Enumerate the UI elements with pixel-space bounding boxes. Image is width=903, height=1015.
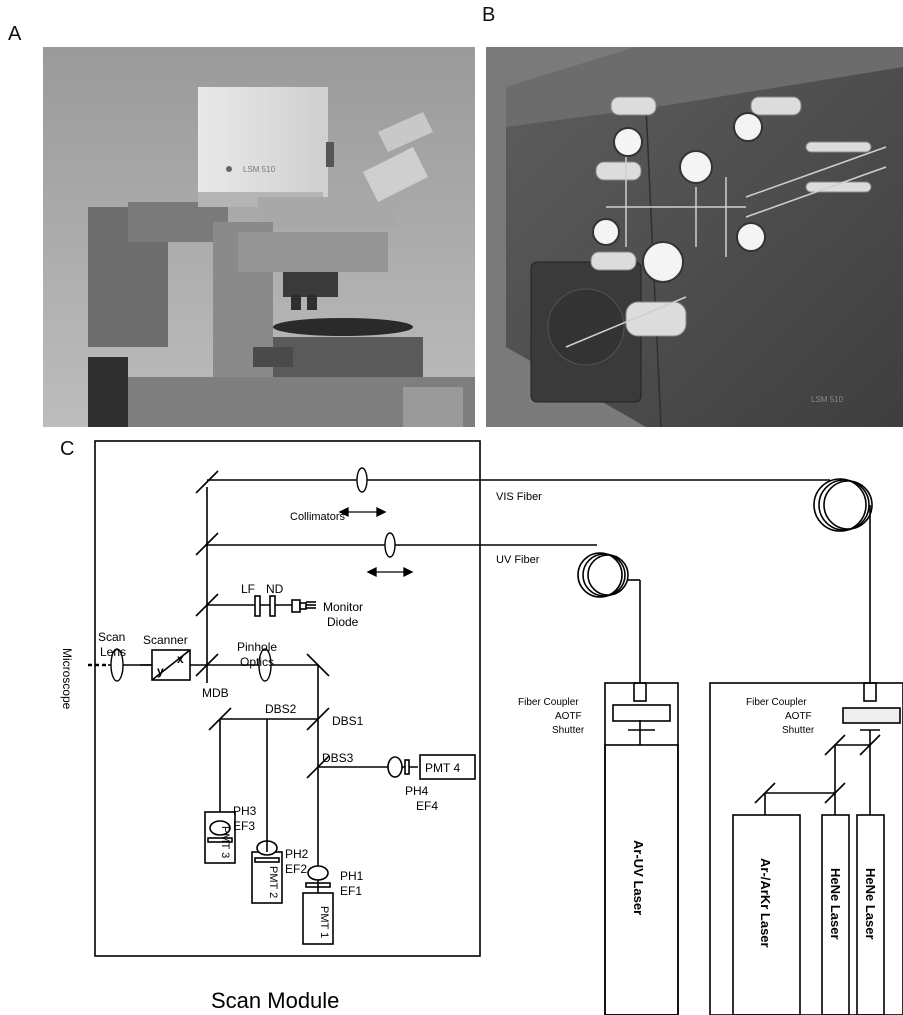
monitor-label: Monitor — [323, 600, 363, 614]
scanner-label: Scanner — [143, 633, 188, 647]
collimators-label: Collimators — [290, 511, 346, 523]
vis-shutter-label: Shutter — [782, 725, 815, 736]
hene-laser-1-label: HeNe Laser — [828, 868, 843, 940]
scan-label: Scan — [98, 630, 125, 644]
lf-label: LF — [241, 582, 255, 596]
scanner-x-label: x — [177, 652, 184, 666]
pmt4-label: PMT 4 — [425, 761, 460, 775]
vis-aotf-label: AOTF — [785, 711, 812, 722]
pmt1-label: PMT 1 — [318, 906, 330, 938]
ar-arkr-laser-label: Ar-/ArKr Laser — [758, 858, 773, 948]
scan-module-title: Scan Module — [211, 988, 339, 1013]
ph1-label: PH1 — [340, 869, 364, 883]
ef3-label: EF3 — [233, 819, 255, 833]
vis-fiber-label: VIS Fiber — [496, 491, 542, 503]
ef2-label: EF2 — [285, 862, 307, 876]
scan-module-box — [95, 441, 480, 956]
ef1-label: EF1 — [340, 884, 362, 898]
dbs1-label: DBS1 — [332, 714, 364, 728]
ef4-label: EF4 — [416, 799, 438, 813]
microscope-label: Microscope — [60, 648, 74, 710]
pmt2-label: PMT 2 — [267, 866, 279, 898]
pmt3-label: PMT 3 — [219, 826, 231, 858]
ph4-label: PH4 — [405, 784, 429, 798]
uv-fiber-coupler-label: Fiber Coupler — [518, 697, 579, 708]
ar-uv-laser-label: Ar-UV Laser — [631, 840, 646, 915]
mdb-label: MDB — [202, 686, 229, 700]
vis-fiber-coupler-label: Fiber Coupler — [746, 697, 807, 708]
uv-shutter-label: Shutter — [552, 725, 585, 736]
scanner-y-label: y — [157, 664, 164, 678]
uv-aotf-label: AOTF — [555, 711, 582, 722]
ph3-label: PH3 — [233, 804, 257, 818]
hene-laser-2-label: HeNe Laser — [863, 868, 878, 940]
diode-label: Diode — [327, 615, 359, 629]
lens-label: Lens — [100, 645, 126, 659]
dbs3-label: DBS3 — [322, 751, 354, 765]
optics-label: Optics — [240, 655, 274, 669]
pinhole-label: Pinhole — [237, 640, 277, 654]
nd-label: ND — [266, 582, 284, 596]
uv-fiber-label: UV Fiber — [496, 554, 540, 566]
ph2-label: PH2 — [285, 847, 309, 861]
dbs2-label: DBS2 — [265, 702, 297, 716]
